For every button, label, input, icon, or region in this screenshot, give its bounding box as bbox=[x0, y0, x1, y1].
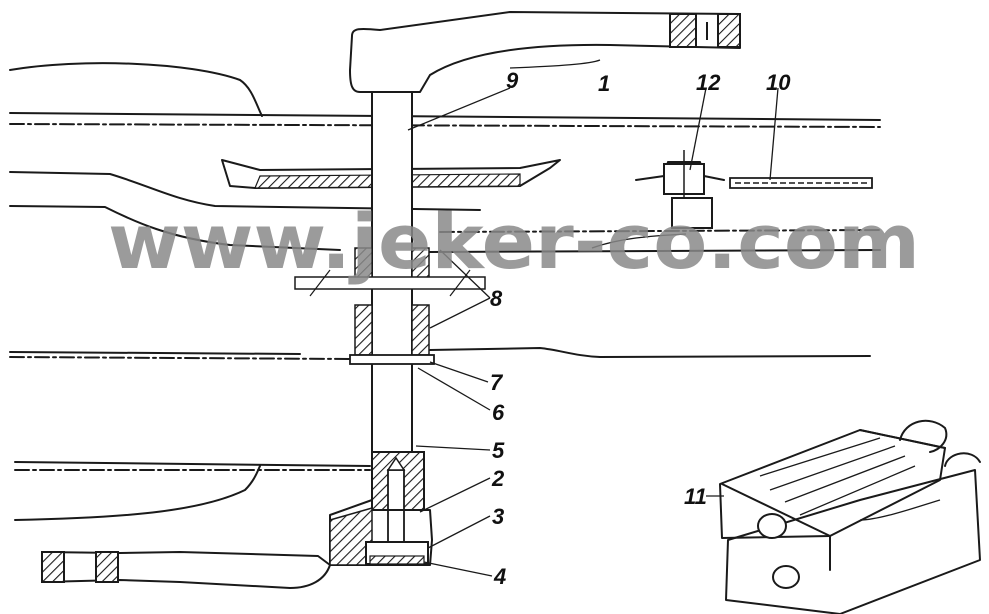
wedge-blocks bbox=[719, 419, 981, 614]
lower-handle bbox=[41, 499, 433, 589]
label-1: 1 bbox=[598, 71, 610, 96]
label-6: 6 bbox=[492, 400, 505, 425]
label-2: 2 bbox=[491, 466, 505, 491]
central-shaft bbox=[294, 91, 486, 543]
label-7: 7 bbox=[490, 370, 504, 395]
label-3: 3 bbox=[492, 504, 504, 529]
upper-handle bbox=[349, 11, 741, 93]
label-5: 5 bbox=[492, 438, 505, 463]
frame-lines bbox=[9, 62, 881, 521]
label-11: 11 bbox=[684, 484, 707, 509]
rail bbox=[729, 177, 873, 189]
label-10: 10 bbox=[766, 70, 791, 95]
label-9: 9 bbox=[506, 68, 519, 93]
label-12: 12 bbox=[696, 70, 721, 95]
watermark: www.jeker-co.com bbox=[108, 197, 920, 286]
label-8: 8 bbox=[490, 286, 503, 311]
label-4: 4 bbox=[493, 564, 506, 589]
leader-lines bbox=[407, 59, 779, 577]
nut-fitting bbox=[591, 150, 725, 249]
